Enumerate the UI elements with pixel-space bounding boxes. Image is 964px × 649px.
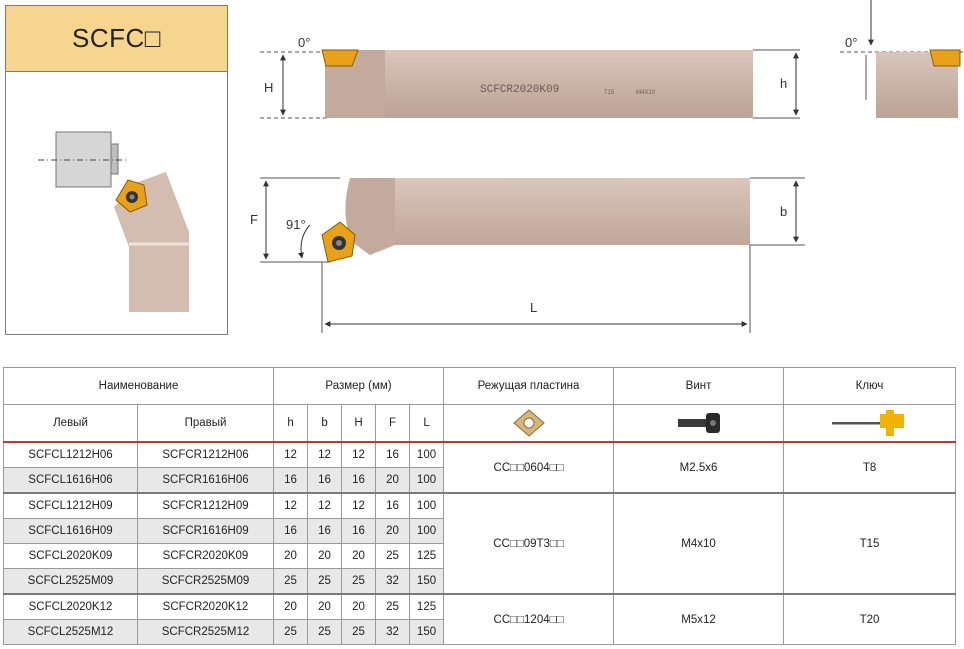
key-code: T20 (783, 593, 957, 645)
dim-b-label: b (780, 204, 787, 219)
table-row: SCFCL2020K09 SCFCR2020K09 20 20 20 25 12… (3, 543, 956, 569)
dim-L-label: L (530, 300, 537, 315)
key-code: T8 (783, 441, 957, 494)
header-b: b (307, 404, 343, 443)
workpiece-stub (110, 143, 119, 175)
header-insert: Режущая пластина (443, 367, 615, 405)
header-screw: Винт (613, 367, 785, 405)
side-body (325, 50, 753, 118)
table-row: SCFCL1212H09 SCFCR1212H09 12 12 12 16 10… (3, 492, 957, 595)
header-h: h (273, 404, 309, 443)
table-row: SCFCL2525M12 SCFCR2525M12 25 25 25 32 15… (3, 619, 956, 645)
header-F: F (375, 404, 411, 443)
header-H: H (341, 404, 377, 443)
insert-image-cell (443, 404, 615, 443)
key-icon (831, 410, 904, 436)
table-row: SCFCL1616H09 SCFCR1616H09 16 16 16 20 10… (3, 518, 956, 544)
screw-marking: M4X10 (636, 90, 656, 96)
tool-marking: SCFCR2020K09 (480, 84, 559, 96)
table-row: SCFCL2020K12 SCFCR2020K12 20 20 20 25 12… (3, 593, 957, 645)
top-view: F 91° b L (250, 177, 805, 333)
screw-icon (677, 413, 720, 433)
end-view: 0° (840, 0, 964, 118)
screw-code: M4x10 (613, 492, 785, 595)
header-left: Левый (3, 404, 138, 443)
end-insert (929, 49, 961, 67)
table-row: SCFCL1616H06 SCFCR1616H06 16 16 16 20 10… (3, 467, 956, 494)
screw-code: M5x12 (613, 593, 785, 645)
page-title: SCFC□ (72, 23, 161, 53)
side-view: 0° H SCFCR2020K09 T15 M4X10 h (260, 35, 800, 119)
side-insert (321, 49, 359, 67)
key-marking: T15 (604, 90, 615, 96)
spec-table: Наименование Размер (мм) Режущая пластин… (2, 367, 957, 645)
insert-code: CC□□1204□□ (443, 593, 615, 645)
insert-icon (512, 409, 545, 437)
table-row: SCFCL1212H06 SCFCR1212H06 12 12 12 16 10… (3, 441, 957, 494)
tool-schematic (38, 131, 189, 312)
angle-label-top-right: 0° (845, 35, 857, 50)
dim-H-label: H (264, 80, 273, 95)
angle-label-top-left: 0° (298, 35, 310, 50)
angle-arc (298, 224, 311, 259)
header-right: Правый (136, 404, 275, 443)
screw-code: M2.5x6 (613, 441, 785, 494)
header-size: Размер (мм) (273, 367, 445, 405)
header-key: Ключ (783, 367, 957, 405)
insert-code: CC□□0604□□ (443, 441, 615, 494)
tool-drawings: 0° H SCFCR2020K09 T15 M4X10 h 0° F (250, 0, 964, 333)
dim-h-label: h (780, 76, 787, 91)
title-band: SCFC□ (6, 6, 227, 72)
header-L: L (409, 404, 445, 443)
header-name: Наименование (2, 367, 275, 405)
insert-code: CC□□09T3□□ (443, 492, 615, 595)
key-image-cell (783, 404, 957, 443)
screw-image-cell (613, 404, 785, 443)
dim-F-label: F (250, 212, 258, 227)
angle-approach-label: 91° (286, 217, 306, 232)
title-card: SCFC□ (5, 5, 228, 335)
key-code: T15 (783, 492, 957, 595)
top-body (345, 178, 750, 255)
